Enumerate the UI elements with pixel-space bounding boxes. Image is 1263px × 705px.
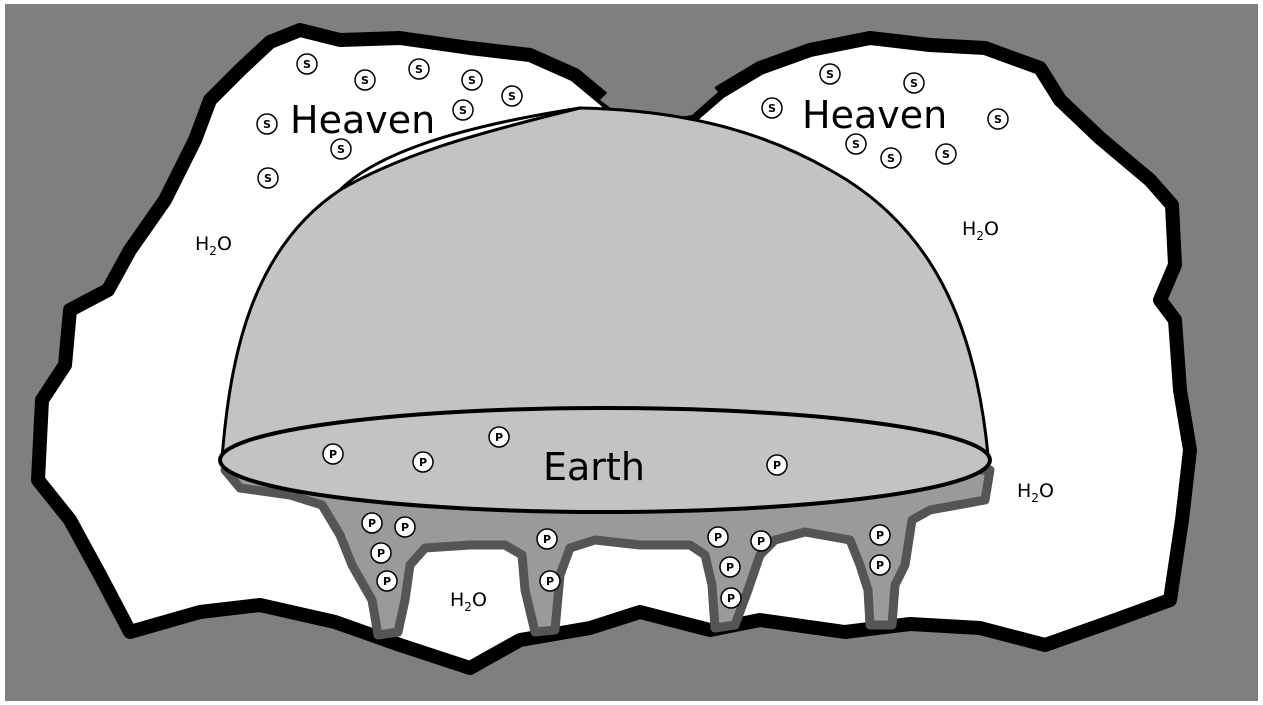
earth-person-marker: P xyxy=(870,555,890,575)
earth-person-marker: P xyxy=(708,527,728,547)
svg-text:S: S xyxy=(768,102,776,115)
svg-text:P: P xyxy=(546,575,554,588)
svg-text:S: S xyxy=(263,118,271,131)
heaven-soul-marker: S xyxy=(881,148,901,168)
heaven-soul-marker: S xyxy=(846,134,866,154)
earth-person-marker: P xyxy=(767,455,787,475)
svg-text:S: S xyxy=(994,113,1002,126)
earth-person-marker: P xyxy=(395,517,415,537)
svg-text:S: S xyxy=(361,74,369,87)
svg-text:P: P xyxy=(368,517,376,530)
earth-person-marker: P xyxy=(413,452,433,472)
heaven-label-right: Heaven xyxy=(802,93,947,137)
heaven-soul-marker: S xyxy=(355,70,375,90)
svg-text:S: S xyxy=(264,172,272,185)
heaven-soul-marker: S xyxy=(904,73,924,93)
earth-person-marker: P xyxy=(751,531,771,551)
svg-text:S: S xyxy=(852,138,860,151)
svg-text:P: P xyxy=(876,529,884,542)
svg-text:P: P xyxy=(377,547,385,560)
heaven-soul-marker: S xyxy=(331,139,351,159)
heaven-soul-marker: S xyxy=(462,70,482,90)
svg-text:P: P xyxy=(329,448,337,461)
heaven-label-left: Heaven xyxy=(290,98,435,142)
svg-text:S: S xyxy=(887,152,895,165)
heaven-soul-marker: S xyxy=(409,59,429,79)
earth-person-marker: P xyxy=(870,525,890,545)
earth-person-marker: P xyxy=(323,444,343,464)
earth-person-marker: P xyxy=(371,543,391,563)
earth-person-marker: P xyxy=(362,513,382,533)
earth-person-marker: P xyxy=(540,571,560,591)
svg-text:P: P xyxy=(543,533,551,546)
svg-text:S: S xyxy=(942,148,950,161)
heaven-soul-marker: S xyxy=(453,100,473,120)
svg-text:S: S xyxy=(826,68,834,81)
svg-text:S: S xyxy=(508,90,516,103)
earth-person-marker: P xyxy=(721,588,741,608)
heaven-soul-marker: S xyxy=(502,86,522,106)
heaven-soul-marker: S xyxy=(936,144,956,164)
svg-text:S: S xyxy=(303,58,311,71)
heaven-soul-marker: S xyxy=(762,98,782,118)
svg-text:S: S xyxy=(415,63,423,76)
svg-text:S: S xyxy=(337,143,345,156)
svg-text:P: P xyxy=(714,531,722,544)
svg-text:P: P xyxy=(876,559,884,572)
svg-text:P: P xyxy=(401,521,409,534)
earth-person-marker: P xyxy=(489,427,509,447)
svg-text:S: S xyxy=(459,104,467,117)
earth-person-marker: P xyxy=(537,529,557,549)
heaven-soul-marker: S xyxy=(258,168,278,188)
heaven-soul-marker: S xyxy=(988,109,1008,129)
svg-text:S: S xyxy=(468,74,476,87)
earth-person-marker: P xyxy=(720,557,740,577)
svg-text:P: P xyxy=(773,459,781,472)
heaven-soul-marker: S xyxy=(297,54,317,74)
svg-text:P: P xyxy=(727,592,735,605)
svg-text:P: P xyxy=(495,431,503,444)
earth-person-marker: P xyxy=(377,571,397,591)
svg-text:P: P xyxy=(726,561,734,574)
svg-text:P: P xyxy=(419,456,427,469)
svg-text:P: P xyxy=(383,575,391,588)
svg-text:P: P xyxy=(757,535,765,548)
svg-text:S: S xyxy=(910,77,918,90)
heaven-soul-marker: S xyxy=(257,114,277,134)
heaven-soul-marker: S xyxy=(820,64,840,84)
earth-label: Earth xyxy=(543,445,645,489)
